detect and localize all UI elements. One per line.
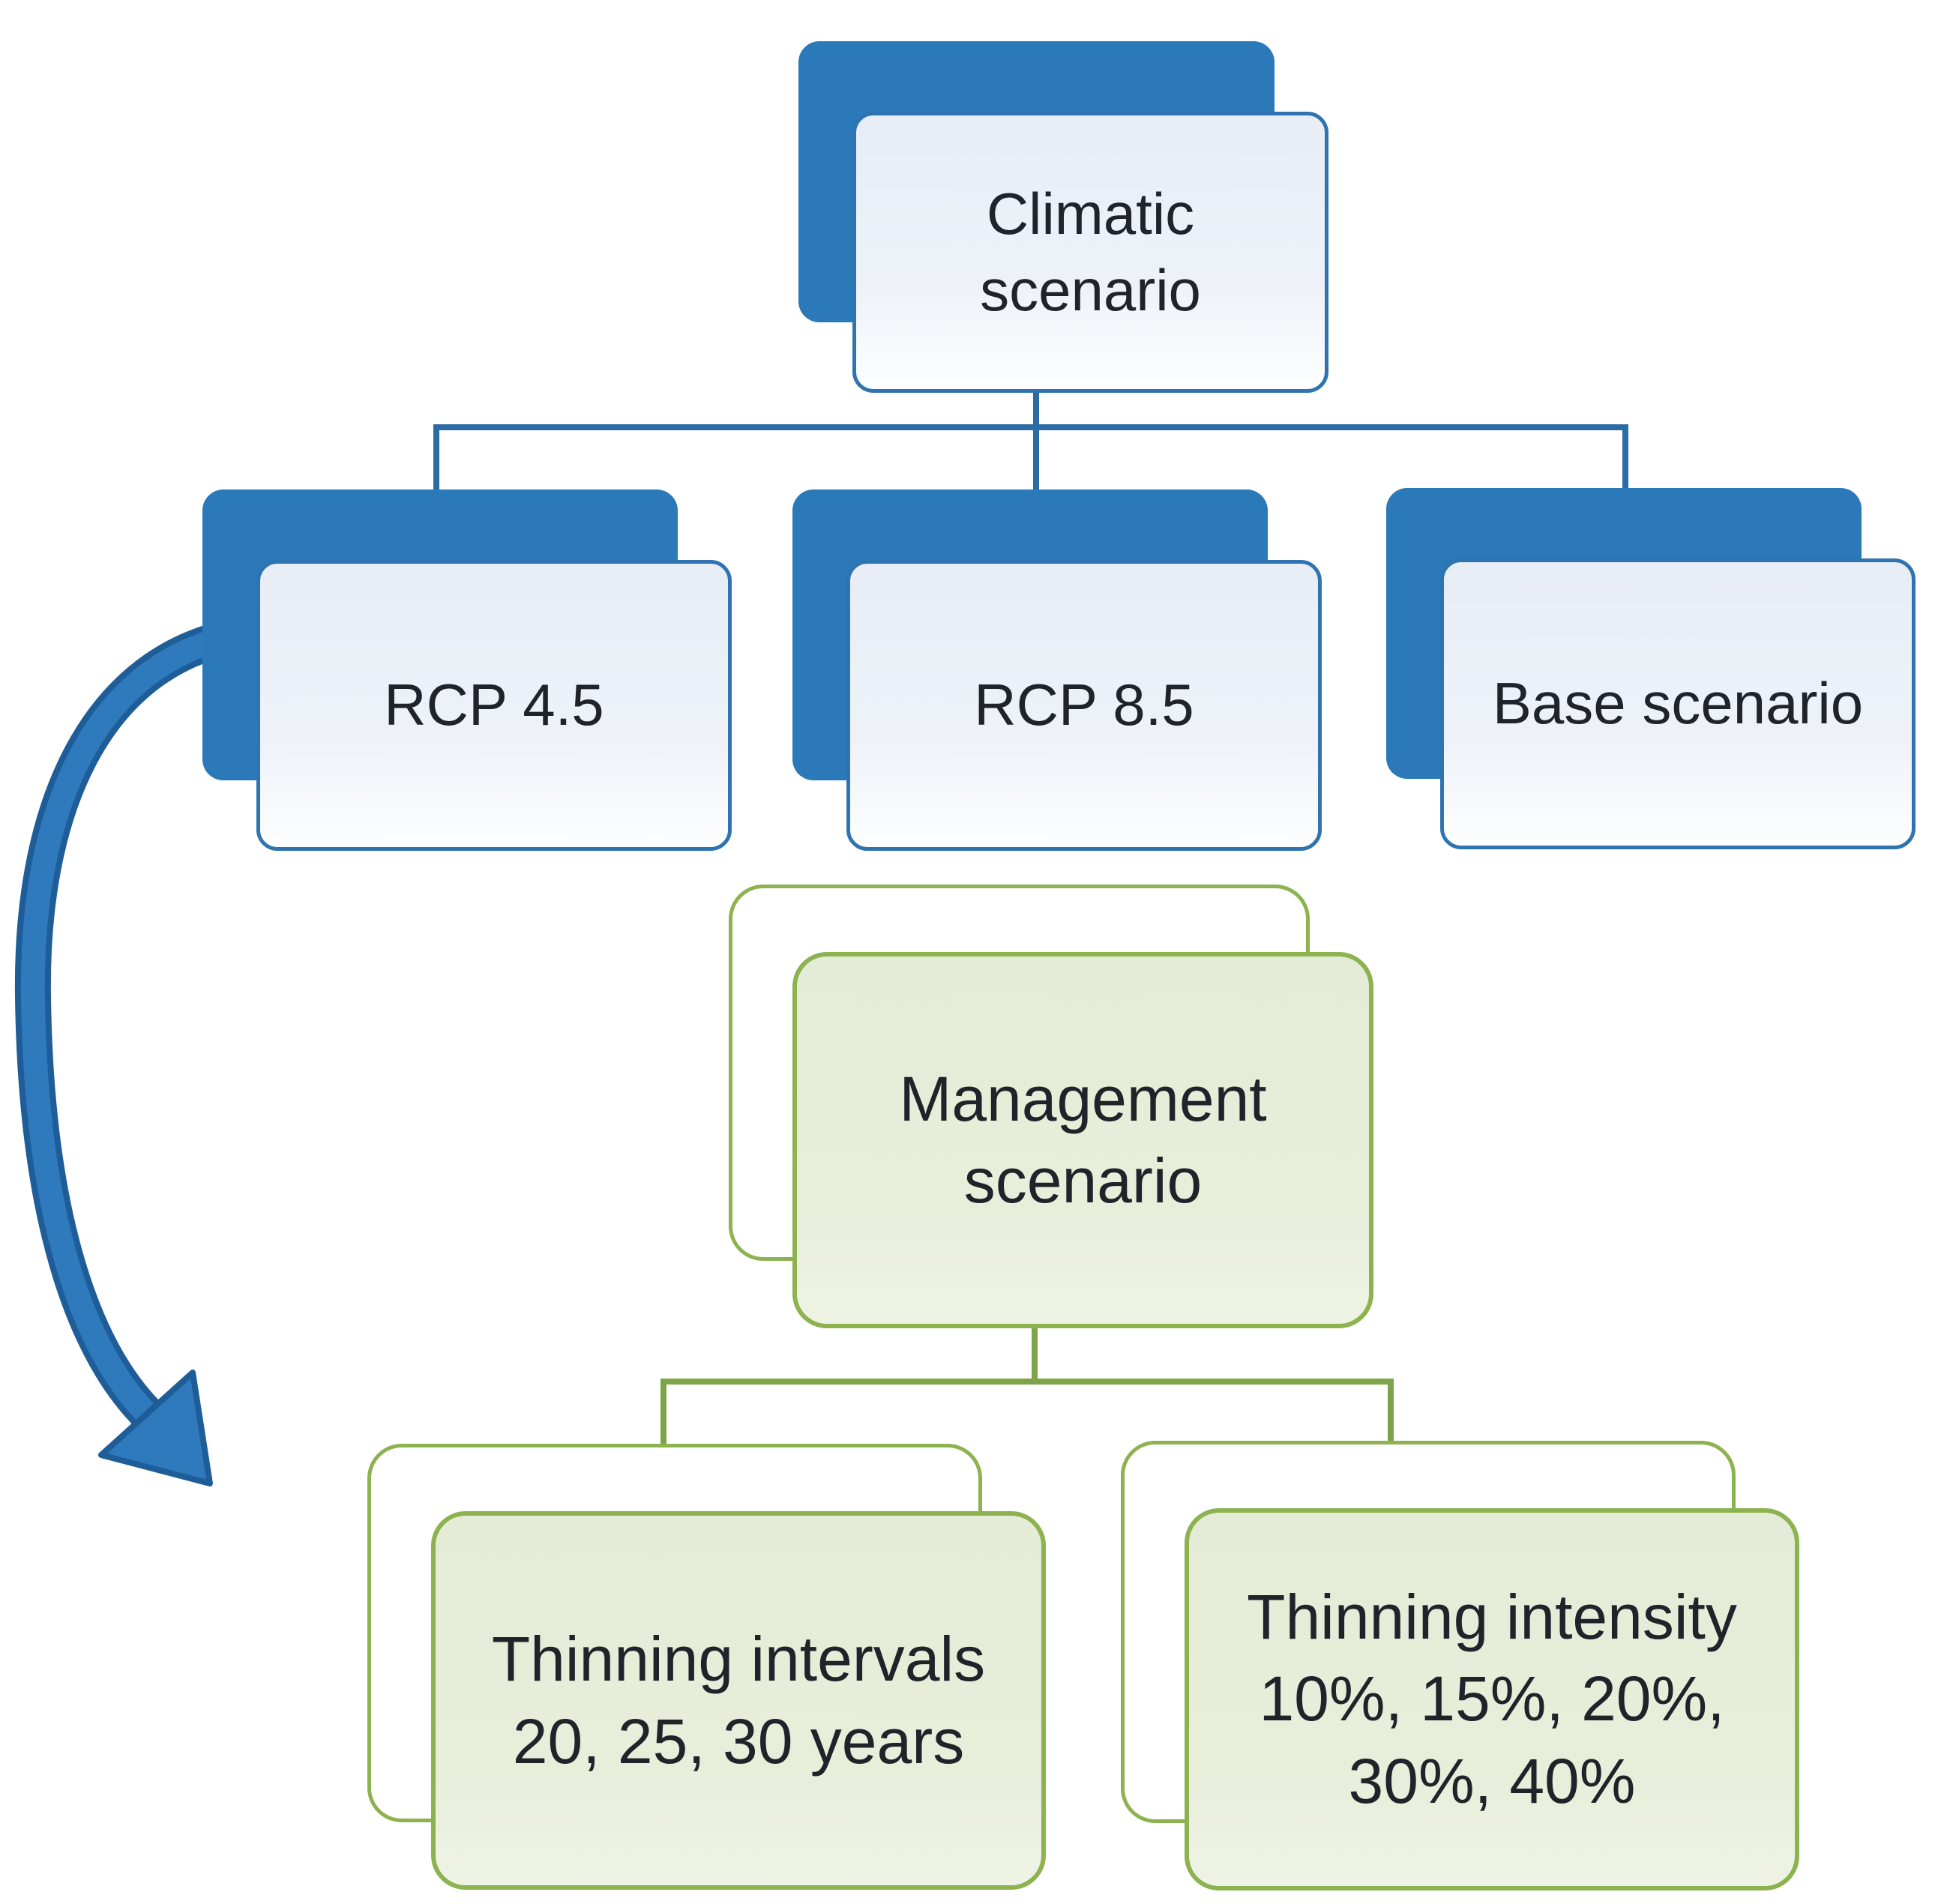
curved-arrow-shaft	[20, 621, 253, 1424]
label-line: 10%, 15%, 20%,	[1259, 1663, 1725, 1735]
node-thinning-intensity: Thinning intensity 10%, 15%, 20%, 30%, 4…	[1121, 1441, 1799, 1891]
node-face: Management scenario	[792, 952, 1373, 1328]
node-face: Thinning intervals 20, 25, 30 years	[431, 1511, 1046, 1890]
node-face: RCP 8.5	[846, 560, 1322, 851]
node-label: Management scenario	[899, 1058, 1266, 1222]
node-face: Base scenario	[1440, 558, 1916, 849]
label-line: RCP 4.5	[384, 672, 604, 738]
node-rcp-45: RCP 4.5	[202, 489, 732, 851]
label-line: Thinning intensity	[1247, 1582, 1737, 1653]
node-rcp-85: RCP 8.5	[792, 489, 1322, 851]
label-line: Management	[899, 1063, 1267, 1134]
node-label: Base scenario	[1493, 666, 1863, 741]
node-thinning-intervals: Thinning intervals 20, 25, 30 years	[367, 1444, 1046, 1890]
node-label: RCP 4.5	[384, 667, 604, 743]
node-face: Climatic scenario	[852, 112, 1328, 393]
label-line: scenario	[980, 256, 1201, 323]
node-face: Thinning intensity 10%, 15%, 20%, 30%, 4…	[1185, 1508, 1799, 1891]
label-line: scenario	[963, 1145, 1203, 1216]
node-management-scenario: Management scenario	[729, 885, 1373, 1328]
node-label: RCP 8.5	[974, 667, 1194, 743]
label-line: 20, 25, 30 years	[512, 1705, 965, 1777]
node-base-scenario: Base scenario	[1386, 488, 1916, 849]
node-climatic-scenario: Climatic scenario	[798, 41, 1328, 393]
label-line: 30%, 40%	[1348, 1745, 1636, 1816]
curved-arrow-head	[98, 1370, 213, 1486]
node-label: Thinning intervals 20, 25, 30 years	[492, 1618, 985, 1782]
label-line: Thinning intervals	[491, 1624, 986, 1695]
label-line: Base scenario	[1492, 670, 1864, 737]
label-line: RCP 8.5	[974, 672, 1194, 738]
label-line: Climatic	[986, 181, 1195, 247]
node-label: Climatic scenario	[980, 176, 1201, 328]
node-label: Thinning intensity 10%, 15%, 20%, 30%, 4…	[1247, 1576, 1737, 1822]
node-face: RCP 4.5	[256, 560, 732, 851]
